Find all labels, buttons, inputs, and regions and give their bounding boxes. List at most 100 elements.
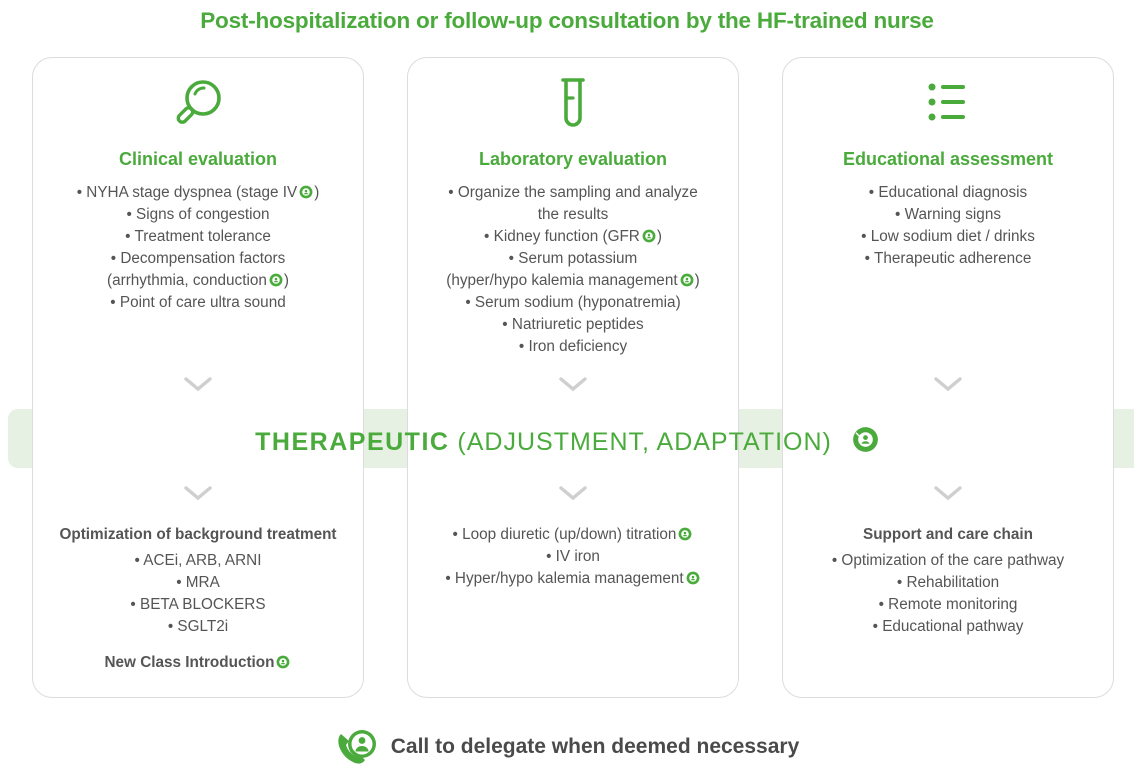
phone-person-icon: [299, 185, 313, 199]
footer-note: Call to delegate when deemed necessary: [0, 728, 1134, 766]
list-item: (arrhythmia, conduction): [33, 270, 363, 292]
phone-person-icon: [680, 273, 693, 287]
list-item: • Warning signs: [783, 204, 1113, 226]
list-item: • Rehabilitation: [783, 572, 1113, 594]
list-item: • Treatment tolerance: [33, 226, 363, 248]
list-item: • Educational diagnosis: [783, 182, 1113, 204]
list-item: • Point of care ultra sound: [33, 292, 363, 314]
list-item-text: • Educational pathway: [872, 618, 1024, 635]
card-title: Educational assessment: [842, 149, 1054, 169]
list-item: • Remote monitoring: [783, 594, 1113, 616]
evaluation-list: • Educational diagnosis • Warning signs • …: [783, 182, 1113, 270]
list-item-text: • Iron deficiency: [518, 338, 628, 355]
therapeutic-bold: THERAPEUTIC: [255, 428, 450, 456]
chevron-down-icon: [184, 377, 212, 392]
list-item: • Loop diuretic (up/down) titration: [408, 524, 738, 546]
list-icon: [783, 76, 1113, 132]
phone-person-icon: [338, 730, 376, 764]
list-item-text: • Signs of congestion: [126, 206, 270, 223]
evaluation-list: • Organize the sampling and analyze the r…: [408, 182, 738, 358]
list-item-text: • Therapeutic adherence: [864, 250, 1032, 267]
list-item: • BETA BLOCKERS: [33, 594, 363, 616]
list-item-text: • Natriuretic peptides: [502, 316, 644, 333]
phone-person-icon: [679, 527, 692, 541]
chevron-down-icon: [184, 486, 212, 501]
list-item: • Serum sodium (hyponatremia): [408, 292, 738, 314]
list-item-text: the results: [537, 206, 609, 223]
chevron-down-icon: [934, 486, 962, 501]
list-item-text: • Serum potassium: [508, 250, 638, 267]
list-item-text: • Point of care ultra sound: [110, 294, 286, 311]
list-item-text: • Remote monitoring: [878, 596, 1018, 613]
therapeutic-label: THERAPEUTIC (ADJUSTMENT, ADAPTATION): [0, 426, 1134, 457]
list-item-text: • Hyper/hypo kalemia management: [445, 570, 684, 587]
list-item-text: • Educational diagnosis: [868, 184, 1028, 201]
list-item: • Optimization of the care pathway: [783, 550, 1113, 572]
list-item-text: • IV iron: [546, 548, 600, 565]
section-heading: Support and care chain: [863, 526, 1033, 543]
list-item-text: • Treatment tolerance: [125, 228, 271, 245]
list-item-suffix: ): [656, 228, 662, 245]
list-item-suffix: ): [694, 272, 700, 289]
card-educational-assessment: Educational assessment • Educational dia…: [782, 57, 1114, 698]
list-item: • Low sodium diet / drinks: [783, 226, 1113, 248]
therapeutic-rest: (ADJUSTMENT, ADAPTATION): [457, 428, 832, 456]
list-item-text: • BETA BLOCKERS: [130, 596, 266, 613]
list-item: • Therapeutic adherence: [783, 248, 1113, 270]
list-item: the results: [408, 204, 738, 226]
phone-person-icon: [686, 571, 700, 585]
list-item: • Natriuretic peptides: [408, 314, 738, 336]
list-item-text: • Warning signs: [895, 206, 1001, 223]
test-tube-icon: [408, 76, 738, 134]
list-item: • Kidney function (GFR): [408, 226, 738, 248]
card-laboratory-evaluation: Laboratory evaluation • Organize the sam…: [407, 57, 739, 698]
list-item: • Hyper/hypo kalemia management: [408, 568, 738, 590]
list-item-text: • Decompensation factors: [110, 250, 286, 267]
phone-person-icon: [277, 655, 290, 669]
card-clinical-evaluation: Clinical evaluation • NYHA stage dyspnea…: [32, 57, 364, 698]
chevron-down-icon: [559, 486, 587, 501]
list-item: • SGLT2i: [33, 616, 363, 638]
list-item: • ACEi, ARB, ARNI: [33, 550, 363, 572]
chevron-down-icon: [934, 377, 962, 392]
phone-person-icon: [642, 229, 656, 243]
treatment-list: • Loop diuretic (up/down) titration • IV …: [408, 524, 738, 590]
treatment-list: Optimization of background treatment • AC…: [33, 524, 363, 674]
list-item-text: • Rehabilitation: [896, 574, 1000, 591]
list-item-text: • MRA: [176, 574, 220, 591]
magnifier-icon: [33, 76, 363, 132]
treatment-list: Support and care chain • Optimization of …: [783, 524, 1113, 638]
list-item-text: • Organize the sampling and analyze: [448, 184, 698, 201]
list-item-text: (hyper/hypo kalemia management: [446, 272, 678, 289]
list-item-text: • SGLT2i: [167, 618, 229, 635]
list-item: • Iron deficiency: [408, 336, 738, 358]
list-item: • Organize the sampling and analyze: [408, 182, 738, 204]
section-heading: Optimization of background treatment: [59, 526, 337, 543]
section-footer-text: New Class Introduction: [104, 654, 275, 671]
list-item: • NYHA stage dyspnea (stage IV): [33, 182, 363, 204]
list-item: • Serum potassium: [408, 248, 738, 270]
list-item: • Educational pathway: [783, 616, 1113, 638]
chevron-down-icon: [559, 377, 587, 392]
list-item: • IV iron: [408, 546, 738, 568]
list-item-text: • Loop diuretic (up/down) titration: [452, 526, 677, 543]
list-item-text: • Low sodium diet / drinks: [861, 228, 1035, 245]
list-item-text: • Optimization of the care pathway: [831, 552, 1065, 569]
list-item-text: (arrhythmia, conduction: [107, 272, 267, 289]
card-title: Laboratory evaluation: [478, 149, 668, 169]
evaluation-list: • NYHA stage dyspnea (stage IV) • Signs o…: [33, 182, 363, 314]
phone-person-icon: [852, 427, 878, 452]
list-item-text: • Kidney function (GFR: [484, 228, 640, 245]
list-item: • Decompensation factors: [33, 248, 363, 270]
list-item-text: • ACEi, ARB, ARNI: [134, 552, 262, 569]
phone-person-icon: [269, 273, 283, 287]
list-item: • MRA: [33, 572, 363, 594]
footer-text: Call to delegate when deemed necessary: [390, 735, 800, 758]
section-footer: New Class Introduction: [33, 652, 363, 674]
list-item-suffix: ): [283, 272, 289, 289]
list-item-text: • NYHA stage dyspnea (stage IV: [76, 184, 298, 201]
list-item: • Signs of congestion: [33, 204, 363, 226]
list-item-text: • Serum sodium (hyponatremia): [465, 294, 681, 311]
card-title: Clinical evaluation: [118, 149, 278, 169]
page-title: Post-hospitalization or follow-up consul…: [200, 8, 934, 33]
